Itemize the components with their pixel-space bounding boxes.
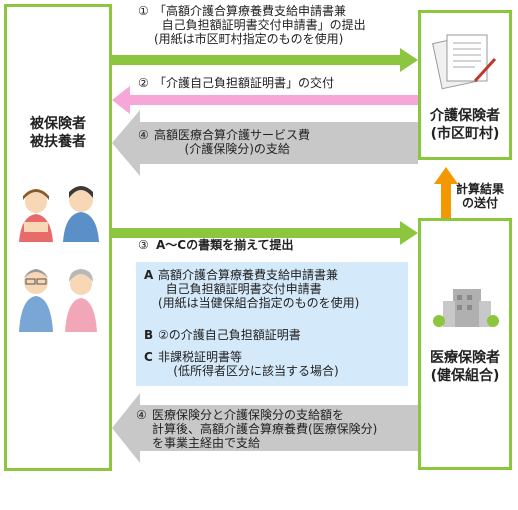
doc-a-text: 高額介護合算療養費支給申請書兼 自己負担額証明書交付申請書 (用紙は当健保組合指… [158, 268, 360, 310]
care-insurer-box: 介護保険者 (市区町村) [418, 10, 512, 160]
doc-a-letter: A [144, 268, 154, 282]
documents-panel [136, 262, 408, 386]
arrow-flow1 [112, 48, 418, 72]
doc-b-text: ②の介護自己負担額証明書 [158, 328, 301, 342]
flow2-num: ② [138, 76, 149, 90]
arrow-flow2 [112, 86, 418, 114]
flow4a-text: 高額医療合算介護サービス費 (介護保険分)の支給 [154, 128, 311, 156]
building-icon [433, 289, 499, 327]
insured-title: 被保険者 被扶養者 [30, 116, 86, 150]
doc-b-letter: B [144, 328, 154, 342]
arrow-flow4b [112, 393, 418, 463]
flow2-text: 「介護自己負担額証明書」の交付 [154, 76, 335, 90]
flow4b-text: 医療保険分と介護保険分の支給額を 計算後、高額介護合算療養費(医療保険分) を事… [152, 408, 378, 450]
flow3-text: A〜Cの書類を揃えて提出 [156, 238, 294, 252]
calc-note: 計算結果 の送付 [456, 182, 505, 210]
flow4a-num: ④ [138, 128, 149, 142]
documents-icon [432, 34, 497, 90]
flow1-num: ① [138, 4, 149, 18]
family-illustration [19, 186, 99, 332]
doc-c-letter: C [144, 350, 153, 364]
care-insurer-title: 介護保険者 (市区町村) [430, 108, 500, 142]
arrow-calc [434, 167, 458, 218]
flow4b-num: ④ [136, 408, 147, 422]
arrow-flow4a [112, 110, 418, 176]
flow1-text: 「高額介護合算療養費支給申請書兼 自己負担額証明書交付申請書」の提出 (用紙は市… [154, 4, 366, 46]
medical-insurer-title: 医療保険者 (健保組合) [430, 350, 500, 384]
doc-c-text: 非課税証明書等 (低所得者区分に該当する場合) [158, 350, 339, 378]
medical-insurer-box: 医療保険者 (健保組合) [418, 218, 512, 470]
arrow-flow3 [112, 221, 418, 245]
flow3-num: ③ [138, 238, 149, 252]
insured-box: 被保険者 被扶養者 [4, 4, 112, 471]
